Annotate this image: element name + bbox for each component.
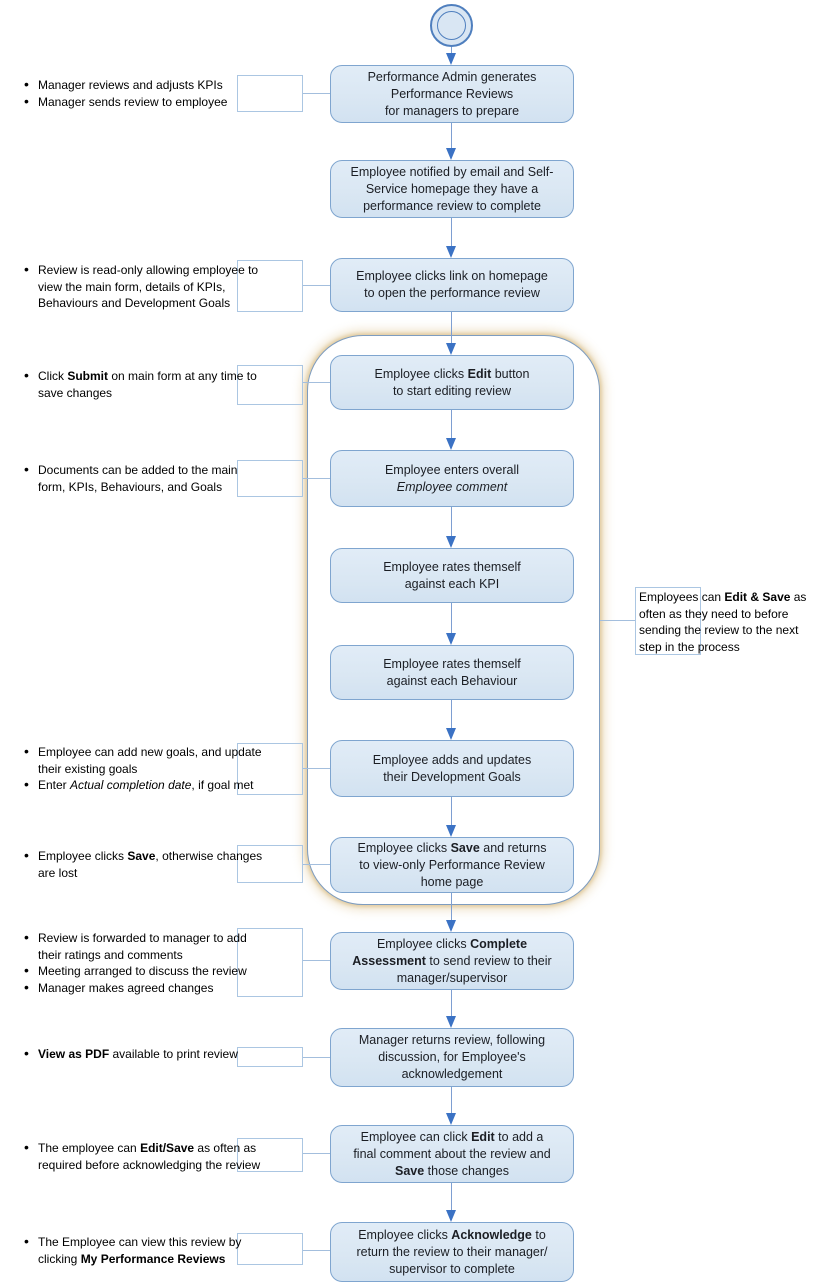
flow-arrow-down-icon xyxy=(446,410,457,450)
note-bullet: Click Submit on main form at any time to… xyxy=(16,367,312,401)
note-connector-line xyxy=(303,382,330,384)
note-read-only: Review is read-only allowing employee to… xyxy=(16,261,312,312)
flow-arrow-down-icon xyxy=(446,1183,457,1222)
note-documents: Documents can be added to the mainform, … xyxy=(16,461,312,495)
note-connector-line xyxy=(303,768,330,770)
flow-arrow-down-icon xyxy=(446,990,457,1028)
note-bullet: View as PDF available to print review xyxy=(16,1045,312,1063)
step-label: Employee notified by email and Self-Serv… xyxy=(350,164,554,213)
note-bullet: Manager makes agreed changes xyxy=(16,979,312,997)
note-bullet: Employee can add new goals, and updateth… xyxy=(16,743,312,777)
note-bullet: Meeting arranged to discuss the review xyxy=(16,962,312,980)
note-bullet: Documents can be added to the mainform, … xyxy=(16,461,312,495)
note-connector-line xyxy=(303,93,330,95)
note-manager-prepares: Manager reviews and adjusts KPIs Manager… xyxy=(16,76,312,111)
flow-arrow-down-icon xyxy=(446,797,457,837)
note-connector-line xyxy=(600,620,635,622)
note-bullet: Review is forwarded to manager to addthe… xyxy=(16,929,312,963)
note-connector-line xyxy=(303,864,330,866)
note-bracket xyxy=(635,587,701,655)
flow-arrow-down-icon xyxy=(446,312,457,355)
note-bullet: Manager reviews and adjusts KPIs xyxy=(16,76,312,94)
note-manager-review: Review is forwarded to manager to addthe… xyxy=(16,929,312,997)
note-bullet: Manager sends review to employee xyxy=(16,93,312,111)
note-save-changes: Employee clicks Save, otherwise changesa… xyxy=(16,847,312,881)
edit-save-loop-container xyxy=(307,335,600,905)
flow-arrow-down-icon xyxy=(446,700,457,740)
note-bullet: The employee can Edit/Save as often asre… xyxy=(16,1139,312,1173)
note-connector-line xyxy=(303,285,330,287)
note-connector-line xyxy=(303,960,330,962)
note-connector-line xyxy=(303,1250,330,1252)
note-bullet: Review is read-only allowing employee to… xyxy=(16,261,312,312)
start-node-icon xyxy=(430,4,473,47)
note-goals: Employee can add new goals, and updateth… xyxy=(16,743,312,794)
step-employee-notified: Employee notified by email and Self-Serv… xyxy=(330,160,574,218)
note-submit: Click Submit on main form at any time to… xyxy=(16,367,312,401)
start-node-inner-ring xyxy=(437,11,466,40)
flow-arrow-down-icon xyxy=(446,218,457,258)
note-bullet: Enter Actual completion date, if goal me… xyxy=(16,776,312,794)
note-edit-save: The employee can Edit/Save as often asre… xyxy=(16,1139,312,1173)
flow-arrow-down-icon xyxy=(446,47,457,65)
flow-arrow-down-icon xyxy=(446,893,457,932)
note-connector-line xyxy=(303,478,330,480)
note-connector-line xyxy=(303,1153,330,1155)
flow-arrow-down-icon xyxy=(446,123,457,160)
note-my-reviews: The Employee can view this review byclic… xyxy=(16,1233,312,1267)
flow-arrow-down-icon xyxy=(446,507,457,548)
note-connector-line xyxy=(303,1057,330,1059)
flow-arrow-down-icon xyxy=(446,603,457,645)
flow-arrow-down-icon xyxy=(446,1087,457,1125)
note-view-pdf: View as PDF available to print review xyxy=(16,1045,312,1063)
note-bullet: The Employee can view this review byclic… xyxy=(16,1233,312,1267)
note-bullet: Employee clicks Save, otherwise changesa… xyxy=(16,847,312,881)
